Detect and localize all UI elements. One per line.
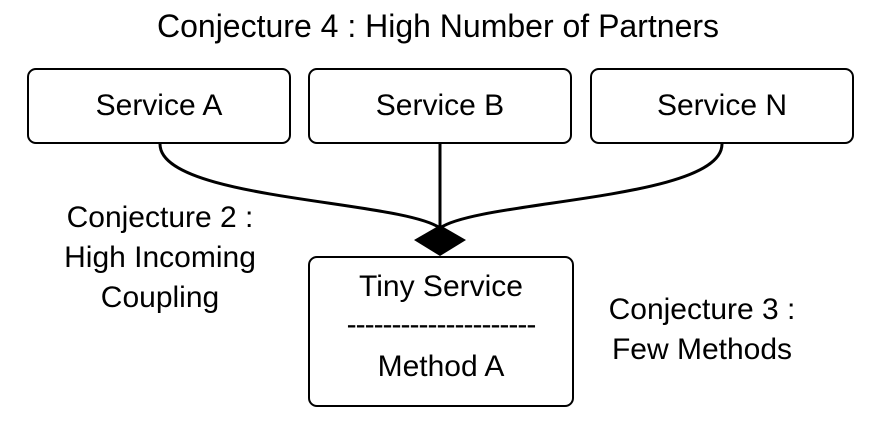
link-service-n [439,143,724,230]
conjecture-2-line1: Conjecture 2 : [66,201,254,234]
tiny-service-name: Tiny Service [359,270,523,303]
conjecture-2-line2: High Incoming [64,241,256,274]
tiny-service-method: Method A [377,350,505,383]
composition-diamond-icon [414,225,466,256]
service-n-box: Service N [590,68,854,144]
service-n-label: Service N [656,89,788,122]
service-b-box: Service B [308,68,572,144]
conjecture-2-note: Conjecture 2 : High Incoming Coupling [30,198,290,318]
tiny-service-separator: --------------------- [346,308,537,341]
conjecture-3-line1: Conjecture 3 : [608,293,796,326]
conjecture-3-note: Conjecture 3 : Few Methods [580,290,824,370]
conjecture-2-line3: Coupling [100,281,220,314]
link-service-a [158,143,441,230]
service-a-box: Service A [27,68,291,144]
service-b-label: Service B [375,89,505,122]
conjecture-3-line2: Few Methods [611,333,793,366]
diagram-title: Conjecture 4 : High Number of Partners [156,8,720,44]
tiny-service-box: Tiny Service --------------------- Metho… [308,256,574,407]
service-a-label: Service A [95,89,223,122]
